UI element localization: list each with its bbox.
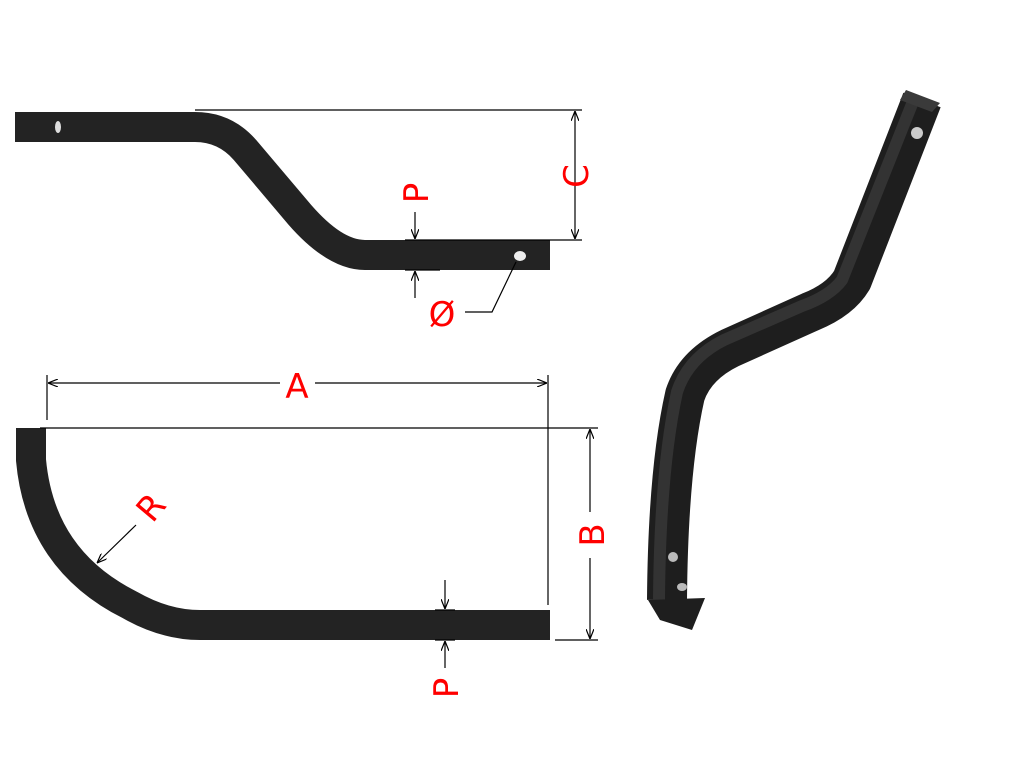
- dimension-label-a: A: [285, 367, 308, 407]
- dimension-label-r: R: [129, 486, 175, 530]
- top-profile-view: C P Ø: [15, 109, 597, 335]
- isometric-bar-end: [900, 90, 940, 112]
- dimension-label-c: C: [557, 164, 597, 188]
- isometric-bar-tip: [648, 598, 705, 630]
- dimension-label-p-top: P: [397, 183, 437, 204]
- r-leader: [97, 524, 137, 563]
- mounting-hole: [911, 127, 923, 139]
- bottom-bar-part: [16, 428, 550, 640]
- dimension-label-p-bottom: P: [427, 678, 467, 699]
- bottom-plan-view: A B R P: [16, 367, 613, 699]
- diameter-leader: [465, 261, 517, 313]
- isometric-part-view: [647, 90, 941, 630]
- mounting-hole: [668, 552, 678, 562]
- mounting-hole: [514, 251, 526, 261]
- isometric-bar-highlight: [653, 101, 918, 601]
- mounting-hole: [677, 583, 687, 591]
- dimension-label-b: B: [573, 523, 613, 546]
- isometric-bar-part: [647, 92, 941, 601]
- dimension-label-diameter: Ø: [429, 295, 456, 335]
- top-bar-part: [15, 112, 550, 270]
- mounting-hole: [55, 121, 61, 133]
